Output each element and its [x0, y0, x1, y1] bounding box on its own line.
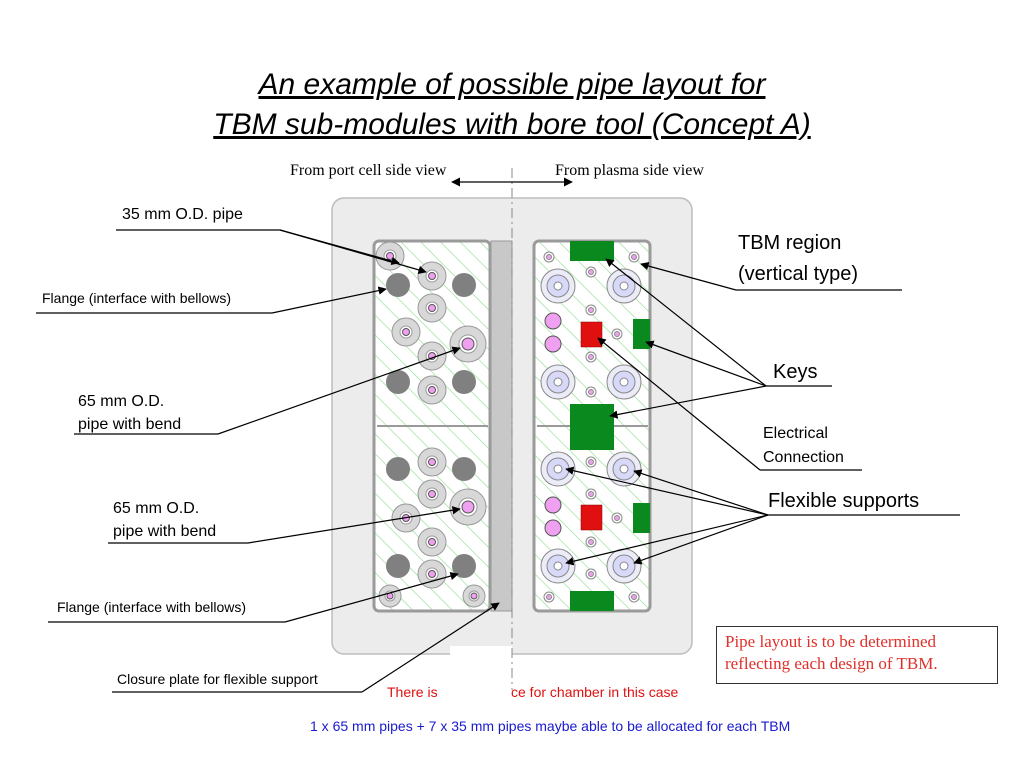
label-tbm-region-line-2: (vertical type): [738, 263, 859, 285]
label-65mm-top-line-1: 65 mm O.D.: [78, 393, 165, 410]
label-65mm-top-line-2: pipe with bend: [78, 416, 182, 433]
page-title-line-2: TBM sub-modules with bore tool (Concept …: [213, 108, 811, 141]
label-65mm-bottom-line-1: 65 mm O.D.: [113, 500, 200, 517]
electrical-connectors: [580, 321, 603, 531]
label-keys: Keys: [773, 361, 818, 383]
chamber-gap: [450, 646, 512, 686]
left-large-pipes: [449, 325, 487, 526]
right-leader-lines: [565, 258, 960, 566]
page-title-line-1: An example of possible pipe layout for: [258, 68, 766, 101]
label-flange-top: Flange (interface with bellows): [42, 290, 232, 306]
pipe-layout-note-line-2: reflecting each design of TBM.: [725, 654, 938, 673]
label-tbm-region-line-1: TBM region: [738, 232, 842, 254]
label-electrical-line-2: Connection: [763, 449, 844, 466]
label-flange-bottom: Flange (interface with bellows): [57, 599, 247, 615]
right-pink-pipes: [544, 312, 562, 537]
port-cell-view-label: From port cell side view: [290, 162, 447, 179]
keys: [570, 241, 650, 611]
chamber-note-start: There is: [387, 684, 438, 700]
label-65mm-bottom-line-2: pipe with bend: [113, 523, 217, 540]
label-flexible-supports: Flexible supports: [768, 490, 920, 512]
allocation-note: 1 x 65 mm pipes + 7 x 35 mm pipes maybe …: [310, 718, 791, 734]
label-electrical-line-1: Electrical: [763, 425, 828, 442]
right-small-pipes: [543, 251, 640, 603]
left-flanges: [386, 273, 476, 578]
pipe-layout-note-line-1: Pipe layout is to be determined: [725, 632, 937, 651]
label-35mm-pipe: 35 mm O.D. pipe: [122, 206, 243, 223]
flexible-supports: [540, 268, 642, 584]
chamber-note-end: ce for chamber in this case: [511, 684, 679, 700]
pipe-layout-note-box: Pipe layout is to be determined reflecti…: [716, 626, 998, 684]
closure-plate: [490, 240, 513, 612]
left-leader-lines: [36, 229, 500, 693]
plasma-view-label: From plasma side view: [555, 162, 704, 179]
label-closure-plate: Closure plate for flexible support: [117, 671, 318, 687]
